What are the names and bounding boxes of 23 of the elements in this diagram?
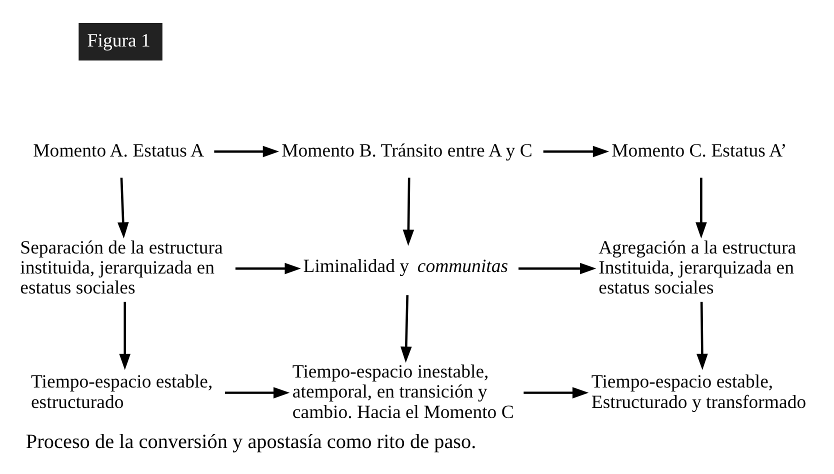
arrow — [117, 177, 129, 238]
node-text: Momento A. Estatus A — [33, 140, 204, 161]
arrow — [400, 294, 412, 362]
arrow — [518, 262, 596, 274]
node-text: Momento B. Tránsito entre A y C — [282, 140, 532, 161]
node-text: Liminalidad y communitas — [303, 256, 508, 277]
node-text: Separación de la estructura instituida, jerarquizada en estatus sociales — [20, 236, 223, 298]
caption: Proceso de la conversión y apostasía como rito de paso. — [26, 430, 476, 452]
node-text: Tiempo-espacio estable, Estructurado y transformado — [591, 371, 806, 412]
arrow — [225, 386, 290, 398]
arrow — [524, 386, 589, 398]
node-text: Momento C. Estatus A’ — [612, 140, 787, 161]
diagram-title: Figura 1 — [87, 30, 150, 52]
arrow — [696, 301, 708, 370]
arrow — [696, 177, 707, 238]
arrow — [214, 145, 280, 157]
arrow — [235, 262, 301, 274]
arrow — [119, 301, 131, 370]
arrow — [402, 177, 414, 246]
arrow — [543, 145, 610, 157]
node-text: Tiempo-espacio estable, estructurado — [30, 371, 213, 412]
node-text: Agregación a la estructura Instituida, jerarquizada en estatus sociales — [598, 236, 796, 298]
node-text: Tiempo-espacio inestable, atemporal, en transición y cambio. Hacia el Momento C — [292, 360, 514, 422]
